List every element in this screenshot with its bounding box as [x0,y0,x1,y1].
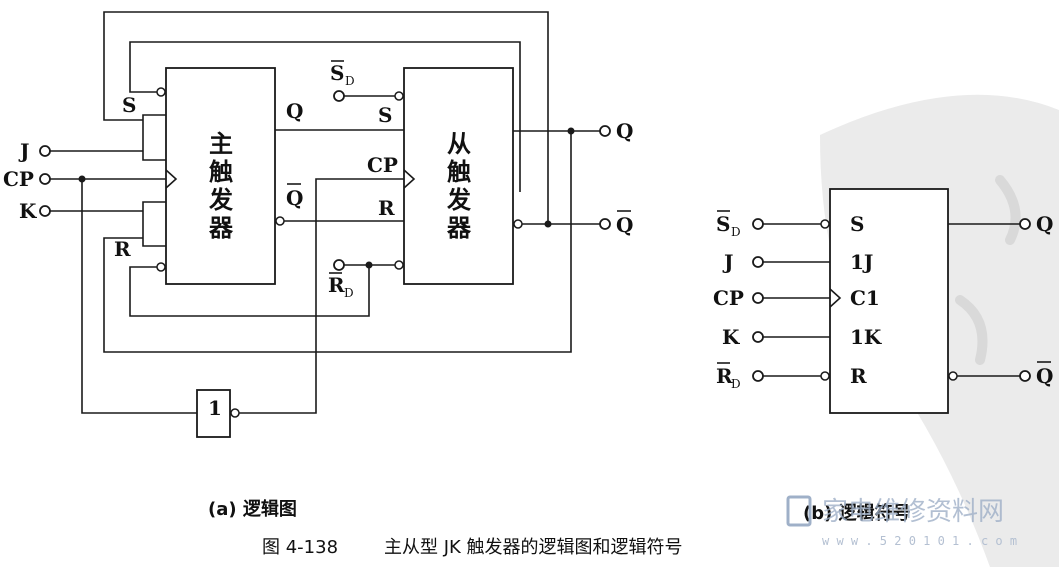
master-bottom-bubble [156,262,166,272]
logic-diagram: S R 主 触 发 器 Q Q 从 触 发 器 S CP R [3,11,633,438]
slave-clock-triangle [403,169,416,189]
sd-label-diagram: S [330,61,344,85]
symbol-clock-triangle [829,288,842,308]
master-pin-s-label: S [122,93,136,117]
k-input-label: K [19,199,37,223]
rd-terminal-diagram [333,259,345,271]
symbol-pin-1k: 1K [850,325,882,349]
figure-number: 图 4-138 [262,537,338,558]
slave-title-char-3: 发 [446,186,471,214]
rd-label-diagram: R [328,273,345,297]
master-qbar-bubble [275,216,285,226]
symbol-sd-label: S [716,212,730,236]
j-input-terminal [39,145,51,157]
feedback-wire-qbar-to-master-s [103,11,549,226]
symbol-k-label: K [722,325,740,349]
symbol-qbar-terminal [1019,370,1031,382]
wire-cp-to-inverter [81,179,197,414]
symbol-s-bubble [820,219,830,229]
qbar-output-terminal [599,218,611,230]
slave-title-char-2: 触 [447,158,471,186]
symbol-k-terminal [752,331,764,343]
symbol-rd-terminal [752,370,764,382]
symbol-pin-1j: 1J [850,250,873,274]
wire-rd-to-master-r [129,265,370,317]
symbol-qbar-bubble [948,371,958,381]
symbol-sd-terminal [752,218,764,230]
j-input-label: J [18,139,29,163]
slave-title-char-4: 器 [446,214,472,242]
feedback-wire-top-inner [129,41,521,192]
symbol-j-terminal [752,256,764,268]
slave-flipflop-box [403,67,514,285]
master-title-char-3: 发 [208,186,233,214]
master-title-char-1: 主 [209,130,233,158]
symbol-sd-sub: D [731,225,741,239]
symbol-q-label: Q [1036,212,1053,236]
q-output-terminal [599,125,611,137]
slave-pin-r-label: R [378,196,395,220]
watermark-text: 家电维修资料网 [822,497,1004,527]
watermark-logo-icon [786,495,812,527]
sd-sub-diagram: D [345,74,355,88]
symbol-box [829,188,949,414]
slave-sd-bubble [394,91,404,101]
master-pin-q-label: Q [286,99,303,123]
symbol-qbar-label: Q [1036,364,1053,388]
symbol-pin-c1: C1 [850,286,880,310]
symbol-cp-terminal [752,292,764,304]
caption-b: (b) 逻辑符号 [803,502,911,524]
symbol-cp-label: CP [713,286,744,310]
inverter-output-bubble [230,408,240,418]
inverter-gate [196,389,231,438]
q-junction-dot [567,127,575,135]
cp-input-label: CP [3,167,34,191]
symbol-rd-label: R [716,364,733,388]
logic-symbol: S D S J 1J CP C1 K 1K R D R Q [713,188,1053,414]
sd-terminal-diagram [333,90,345,102]
symbol-rd-sub: D [731,377,741,391]
slave-qbar-bubble [513,219,523,229]
slave-title-char-1: 从 [447,130,471,158]
symbol-r-bubble [820,371,830,381]
figure-title: 主从型 JK 触发器的逻辑图和逻辑符号 [384,537,683,558]
symbol-q-terminal [1019,218,1031,230]
master-title-char-4: 器 [208,214,234,242]
slave-rd-bubble [394,260,404,270]
slave-pin-s-label: S [378,103,392,127]
caption-a: (a) 逻辑图 [208,498,297,520]
master-top-bubble [156,87,166,97]
wire-inverter-to-slave-cp [239,178,404,414]
master-s-gate [142,114,166,161]
master-r-gate [142,201,166,247]
inverter-label: 1 [208,396,222,420]
master-pin-r-label: R [114,237,131,261]
master-pin-qbar-label: Q [286,186,303,210]
master-title-char-2: 触 [209,158,233,186]
feedback-wire-q-to-master-r [103,131,572,353]
watermark: 家电维修资料网 w w w . 5 2 0 1 0 1 . c o m [786,495,1017,548]
symbol-pin-r: R [850,364,867,388]
symbol-j-label: J [722,250,733,274]
cp-input-terminal [39,173,51,185]
master-flipflop-box [165,67,276,285]
master-clock-triangle [165,169,178,189]
rd-sub-diagram: D [344,286,354,300]
q-output-label: Q [616,119,633,143]
watermark-url: w w w . 5 2 0 1 0 1 . c o m [822,534,1017,548]
k-input-terminal [39,205,51,217]
qbar-output-label: Q [616,213,633,237]
slave-pin-cp-label: CP [367,153,398,177]
symbol-pin-s: S [850,212,864,236]
